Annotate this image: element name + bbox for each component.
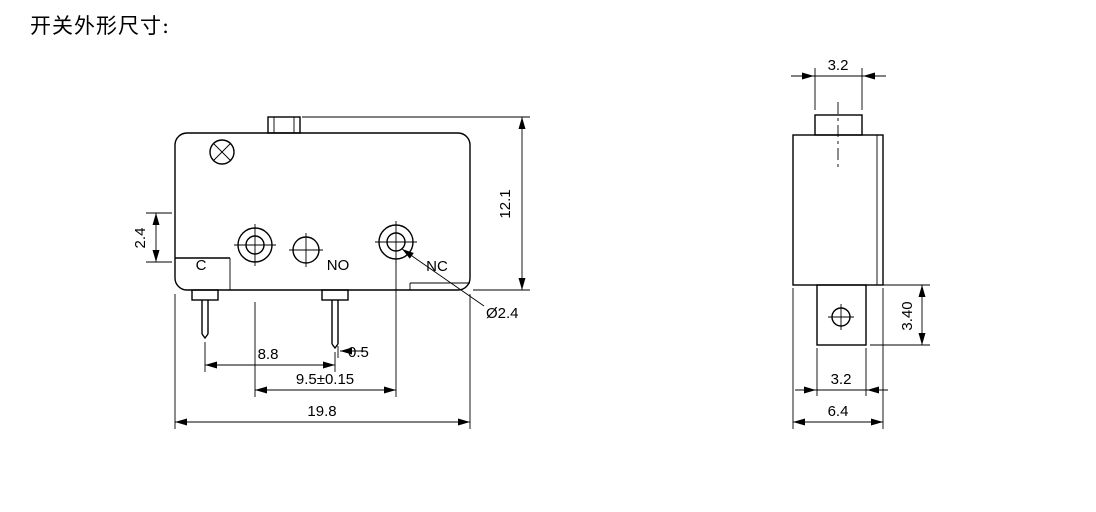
leader-hole-diameter: Ø2.4 — [401, 248, 519, 322]
dim-text-pin-width: 0.5 — [348, 344, 369, 361]
dim-text-terminal-height: 3.40 — [899, 301, 916, 330]
dim-text-hole-spacing: 9.5±0.15 — [296, 371, 354, 388]
dim-text-body-depth: 6.4 — [828, 403, 849, 420]
dim-pin-spacing: 8.8 — [204, 342, 336, 372]
front-view: C NO NC — [132, 116, 530, 429]
dim-text-body-height: 12.1 — [497, 189, 514, 218]
label-normally-closed: NC — [426, 258, 448, 275]
dim-text-pin-offset: 2.4 — [132, 228, 149, 249]
dim-pin-offset: 2.4 — [132, 212, 172, 263]
terminal-hole-nc — [375, 221, 417, 263]
side-plunger — [814, 114, 863, 136]
dim-terminal-width: 3.2 — [795, 348, 888, 396]
plunger-button — [267, 116, 301, 134]
dim-body-width: 19.8 — [174, 294, 471, 429]
terminal-hole-no — [289, 233, 323, 267]
dim-plunger-width: 3.2 — [791, 57, 886, 110]
dim-hole-spacing: 9.5±0.15 — [254, 261, 397, 397]
dim-text-terminal-width: 3.2 — [831, 371, 852, 388]
screw-hole — [209, 139, 235, 165]
label-normally-open: NO — [327, 257, 350, 274]
terminal-pin-middle — [321, 289, 349, 350]
drawing-title: 开关外形尺寸: — [30, 14, 171, 38]
body-step-lines — [175, 257, 470, 290]
dim-pin-width: 0.5 — [337, 344, 369, 361]
dim-terminal-height: 3.40 — [870, 284, 930, 346]
terminal-hole-c — [234, 224, 276, 266]
side-terminal-block — [816, 284, 867, 346]
label-common: C — [196, 257, 207, 274]
dim-text-plunger-width: 3.2 — [828, 57, 849, 74]
dim-text-pin-spacing: 8.8 — [258, 346, 279, 363]
dim-body-depth: 6.4 — [792, 288, 884, 429]
terminal-pin-left — [191, 289, 219, 340]
side-view: 3.2 3.40 3.2 — [791, 57, 930, 429]
dim-body-height: 12.1 — [302, 116, 530, 291]
dim-text-hole-diameter: Ø2.4 — [486, 305, 519, 322]
dim-text-body-width: 19.8 — [307, 403, 336, 420]
